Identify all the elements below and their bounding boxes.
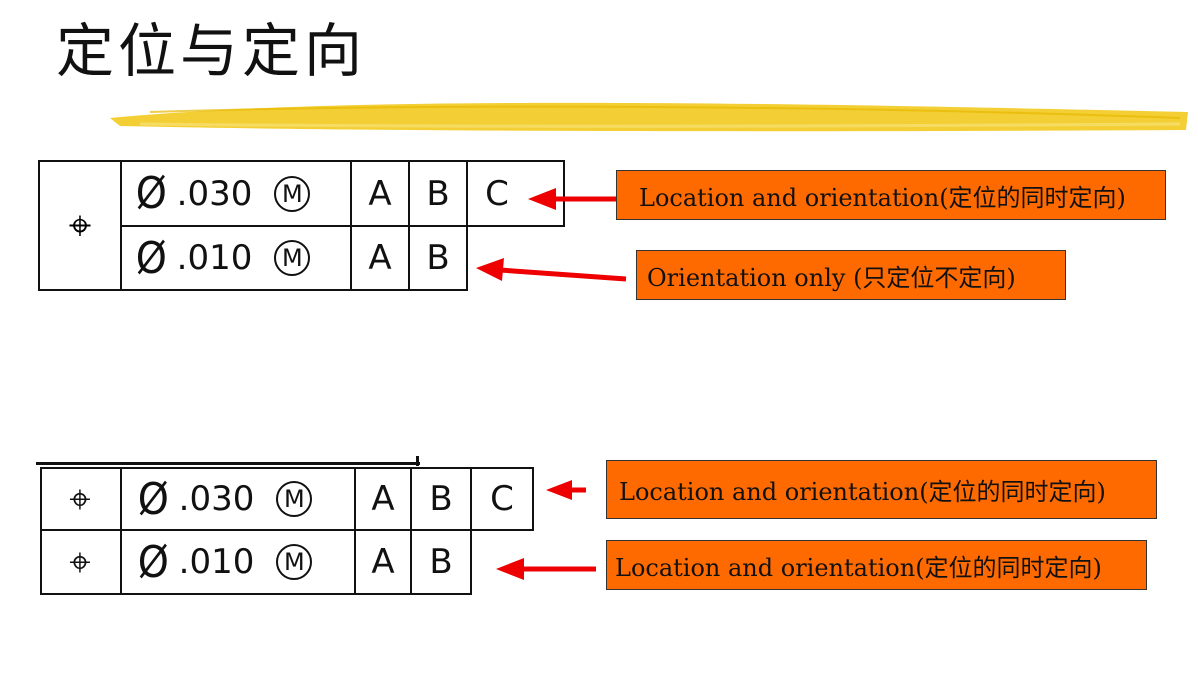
diameter-icon: Ø <box>137 473 169 525</box>
arrow-1 <box>528 188 616 210</box>
mmc-modifier-icon: M <box>274 240 311 276</box>
position-icon: ⌖ <box>69 539 91 584</box>
datum-c: C <box>466 162 526 225</box>
feature-control-frame-2: ⌖ Ø .030 M A B C ⌖ Ø .010 M A B <box>40 467 534 597</box>
frame2-row-2: ⌖ Ø .010 M A B <box>40 529 472 595</box>
diameter-icon: Ø <box>135 232 167 284</box>
frame2-top-rule <box>36 462 420 465</box>
position-symbol-cell: ⌖ <box>40 531 120 593</box>
datum-a: A <box>354 469 410 529</box>
datum-c: C <box>470 469 532 529</box>
frame2-row-1: ⌖ Ø .030 M A B C <box>40 467 534 531</box>
callout-4: Location and orientation(定位的同时定向) <box>606 540 1147 590</box>
callout-1: Location and orientation(定位的同时定向) <box>616 170 1166 220</box>
tolerance-value: .030 <box>176 173 253 214</box>
datum-a: A <box>354 531 410 593</box>
arrow-2 <box>476 258 627 282</box>
tolerance-value: .030 <box>178 479 255 519</box>
datum-b: B <box>408 227 466 289</box>
mmc-modifier-icon: M <box>276 481 313 517</box>
callout-3: Location and orientation(定位的同时定向) <box>606 460 1157 519</box>
callout-2: Orientation only (只定位不定向) <box>636 250 1066 300</box>
datum-b: B <box>410 469 470 529</box>
arrow-4 <box>496 558 596 580</box>
tolerance-cell: Ø .010 M <box>120 531 354 593</box>
tolerance-value: .010 <box>178 542 255 582</box>
tolerance-value: .010 <box>176 238 253 278</box>
frame1-row-2: Ø .010 M A B <box>120 225 468 291</box>
mmc-modifier-icon: M <box>274 175 311 212</box>
datum-b: B <box>408 162 466 225</box>
position-icon: ⌖ <box>69 476 91 521</box>
feature-control-frame-1: ⌖ Ø .030 M A B C Ø .010 M A B <box>38 160 565 291</box>
diameter-icon: Ø <box>135 168 167 219</box>
datum-a: A <box>350 162 408 225</box>
tolerance-cell: Ø .030 M <box>120 162 350 225</box>
arrow-3 <box>546 480 586 500</box>
position-symbol-cell: ⌖ <box>40 469 120 529</box>
tolerance-cell: Ø .030 M <box>120 469 354 529</box>
datum-b: B <box>410 531 470 593</box>
datum-a: A <box>350 227 408 289</box>
position-icon: ⌖ <box>68 202 92 249</box>
frame2-tick-mark <box>416 456 419 466</box>
frame1-row-1: Ø .030 M A B C <box>120 160 565 227</box>
mmc-modifier-icon: M <box>276 544 313 580</box>
slide-title: 定位与定向 <box>56 17 367 85</box>
diameter-icon: Ø <box>137 536 169 588</box>
tolerance-cell: Ø .010 M <box>120 227 350 289</box>
